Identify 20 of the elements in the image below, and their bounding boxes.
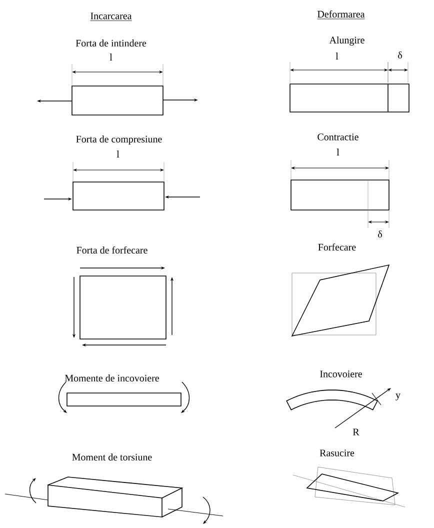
column-heading: Incarcarea	[90, 12, 132, 21]
dimension-label: l	[116, 150, 120, 158]
dimension-label: l	[110, 54, 112, 60]
panel-title: Momente de incovoiere	[64, 374, 159, 382]
panel-title: Alungire	[329, 36, 364, 46]
panel-title: Forfecare	[318, 243, 356, 251]
axis-label: R	[352, 428, 360, 436]
panel-title: Incovoiere	[320, 370, 362, 378]
panel-title: Contractie	[318, 134, 358, 140]
column-heading: Deformarea	[317, 10, 365, 20]
panel-title: Moment de torsiune	[72, 453, 152, 460]
dimension-label: δ	[378, 230, 382, 238]
axis-label: y	[396, 394, 400, 400]
dimension-label: l	[336, 52, 338, 60]
panel-title: Rasucire	[320, 450, 354, 456]
dimension-label: δ	[398, 51, 402, 59]
dimension-label: l	[336, 148, 340, 156]
panel-title: Forta de forfecare	[76, 246, 148, 254]
panel-title: Forta de compresiune	[76, 135, 162, 145]
panel-title: Forta de intindere	[76, 40, 146, 46]
